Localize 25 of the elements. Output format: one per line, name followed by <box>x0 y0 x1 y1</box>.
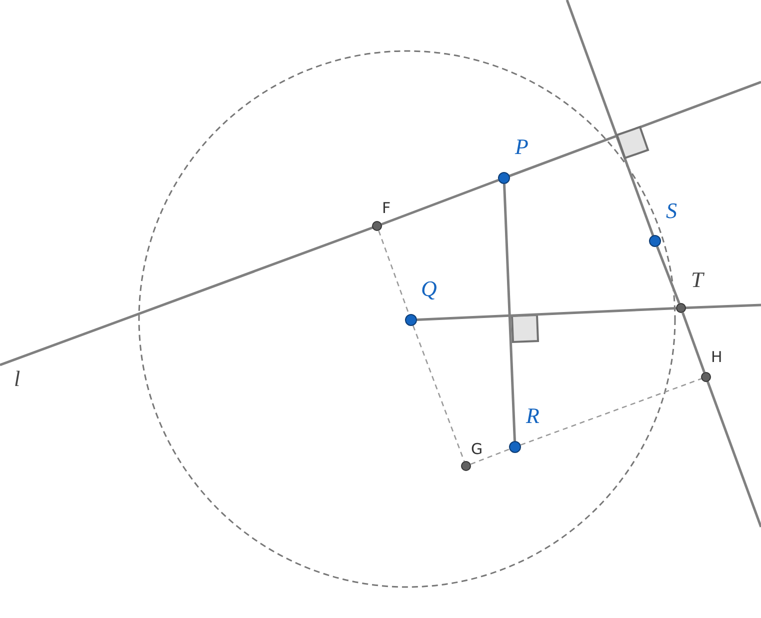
point-label: S <box>666 200 677 222</box>
point-label: H <box>711 350 722 365</box>
point-label: G <box>471 442 483 457</box>
point-label: P <box>515 136 528 158</box>
line-segment <box>656 246 680 304</box>
point <box>498 172 510 184</box>
line-segment <box>416 306 676 321</box>
point <box>509 441 521 453</box>
point <box>372 221 382 231</box>
point <box>701 372 711 382</box>
line-segment <box>682 312 706 373</box>
point-label: Q <box>421 278 437 300</box>
line-segment <box>503 184 516 442</box>
point <box>461 461 471 471</box>
dashed-segment <box>470 448 510 465</box>
line-segment <box>381 178 499 226</box>
point-label: R <box>526 405 540 427</box>
dashed-segment <box>520 378 702 446</box>
point-label: T <box>691 269 704 291</box>
point <box>676 303 686 313</box>
point <box>405 314 417 326</box>
dashed-segment <box>412 325 465 462</box>
line-label: l <box>14 368 20 390</box>
point <box>649 235 661 247</box>
point-label: F <box>382 201 391 216</box>
